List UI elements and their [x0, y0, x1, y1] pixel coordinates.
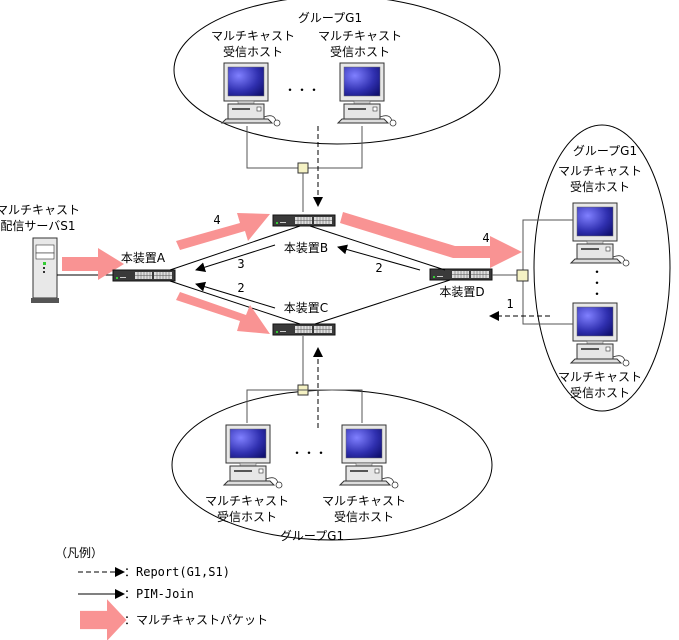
group-right-host-bottom-line1: マルチキャスト [558, 370, 642, 384]
switch-b-icon [272, 214, 336, 227]
computer-icon [337, 62, 397, 127]
top-lan-wire [246, 126, 363, 169]
bottom-lan-wire [246, 389, 363, 423]
group-top-host-right-line2: 受信ホスト [330, 45, 390, 59]
switch-c-icon [272, 323, 336, 336]
group-right-host-top-line2: 受信ホスト [570, 180, 630, 194]
right-hub [516, 269, 529, 282]
group-right-ellipsis-3: ・ [591, 287, 603, 301]
device-a-label: 本装置A [121, 251, 166, 265]
step-label-b-to-a: 3 [237, 257, 244, 271]
step-label-host-to-d: 1 [506, 297, 513, 311]
server-label-line2: 配信サーバS1 [0, 219, 75, 233]
legend-multicast-sample [80, 599, 127, 640]
legend-multicast-label: ：マルチキャストパケット [124, 613, 268, 627]
multicast-arrow-a-to-c [176, 292, 270, 334]
link-a-b [169, 225, 301, 271]
group-right-title: グループG1 [573, 144, 637, 158]
server-icon [31, 237, 59, 303]
legend-pim-join-label: ：PIM-Join [124, 587, 194, 601]
pim-join-b-to-a [195, 244, 276, 273]
multicast-arrow-b-to-d [340, 212, 522, 268]
group-right-host-top-line1: マルチキャスト [558, 164, 642, 178]
computer-icon [221, 62, 281, 127]
group-top-title: グループG1 [298, 11, 362, 25]
computer-icon [223, 424, 283, 489]
group-top-host-left-line1: マルチキャスト [211, 29, 295, 43]
group-bottom-ellipsis: ・・・ [291, 446, 327, 460]
group-bottom-host-left-line2: 受信ホスト [217, 510, 277, 524]
legend-report-label: ：Report(G1,S1) [124, 565, 230, 579]
multicast-arrow-a-to-b [176, 213, 270, 250]
computer-icon [570, 302, 630, 367]
group-right-ellipsis-1: ・ [591, 265, 603, 279]
switch-a-icon [112, 269, 176, 282]
pim-join-c-to-a [195, 281, 276, 309]
group-right-host-bottom-line2: 受信ホスト [570, 386, 630, 400]
device-c-label: 本装置C [284, 301, 328, 315]
switch-d-icon [429, 268, 493, 281]
legend-title: （凡例） [55, 546, 103, 560]
group-top-ellipsis: ・・・ [284, 83, 320, 97]
group-top-host-right-line1: マルチキャスト [318, 29, 402, 43]
link-a-c [169, 280, 301, 325]
computer-icon [570, 202, 630, 267]
device-d-label: 本装置D [439, 285, 484, 299]
group-right-ellipsis-2: ・ [591, 276, 603, 290]
link-b-d [309, 225, 446, 271]
step-label-b-to-d: 4 [482, 231, 489, 245]
top-hub [297, 162, 309, 174]
group-bottom-host-left-line1: マルチキャスト [205, 494, 289, 508]
computer-icon [339, 424, 399, 489]
group-top-ellipse [173, 0, 501, 145]
right-lan-wire [522, 219, 573, 325]
group-right-ellipse [533, 124, 671, 412]
group-bottom-title: グループG1 [280, 529, 344, 543]
step-label-c-to-a: 2 [237, 281, 244, 295]
group-bottom-host-right-line1: マルチキャスト [322, 494, 406, 508]
pim-join-d-to-b [337, 244, 421, 271]
step-label-a-to-b: 4 [213, 213, 220, 227]
server-label-line1: マルチキャスト [0, 203, 80, 217]
group-bottom-host-right-line2: 受信ホスト [334, 510, 394, 524]
link-c-d [314, 279, 451, 325]
device-b-label: 本装置B [284, 241, 328, 255]
step-label-d-to-b: 2 [375, 261, 382, 275]
group-top-host-left-line2: 受信ホスト [223, 45, 283, 59]
